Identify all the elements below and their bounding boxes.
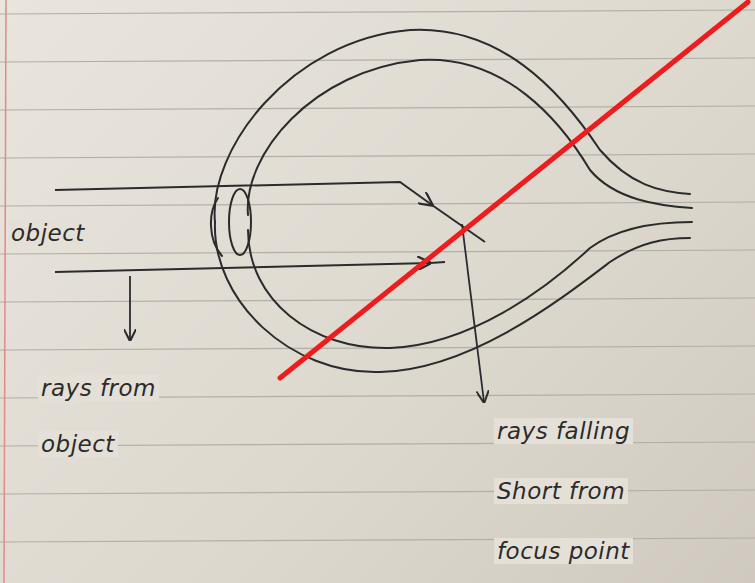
margin-line [4,0,6,583]
leader-arrows [130,224,484,402]
strike-through [280,2,748,378]
light-rays [55,182,485,272]
eyeball-outline [211,30,692,372]
handwritten-label: object [8,218,128,248]
handwritten-label: rays falling Short from focus point [494,401,659,581]
handwritten-label: rays from object [38,360,178,472]
